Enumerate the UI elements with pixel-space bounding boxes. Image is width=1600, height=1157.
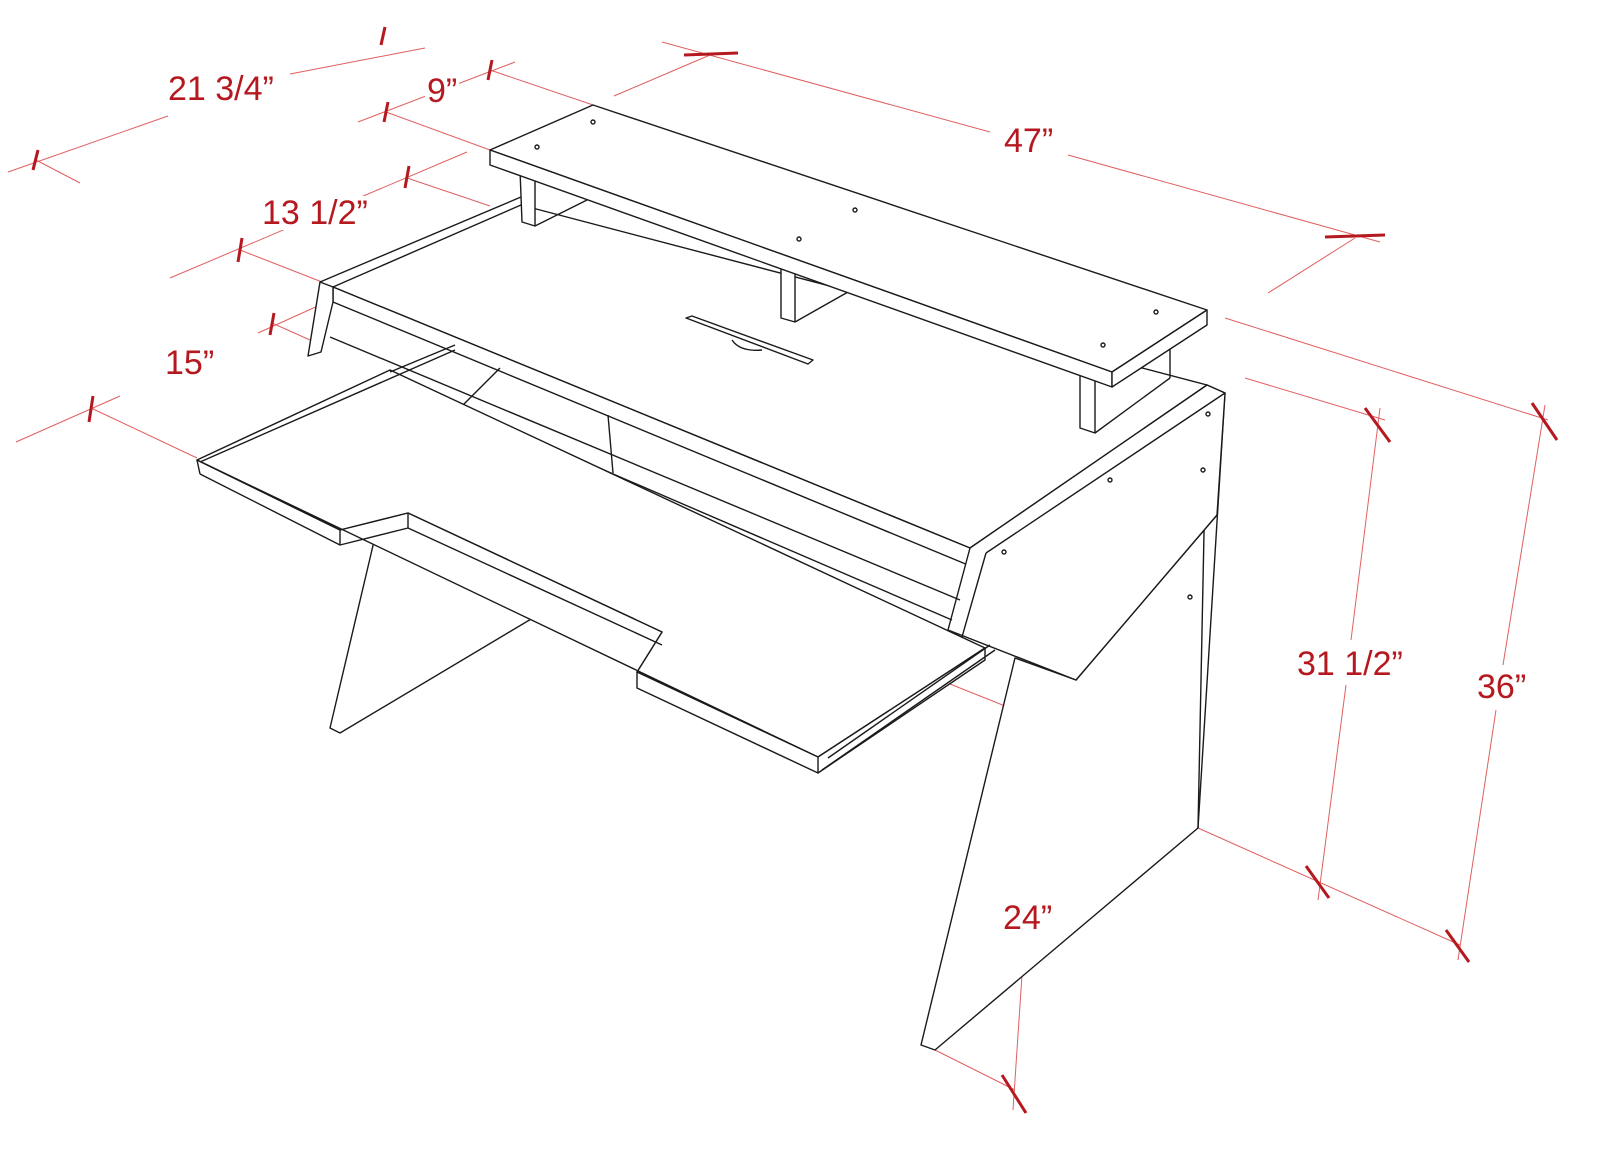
top-shelf-end — [1111, 309, 1208, 388]
dimension-desk-height: 31 1/2” — [1295, 645, 1405, 683]
dimension-desk-depth: 13 1/2” — [260, 194, 370, 232]
dimension-side-depth: 24” — [1001, 899, 1055, 937]
dimension-ticks — [31, 26, 1559, 1114]
left-end-block — [307, 281, 334, 357]
dimension-tray-depth: 15” — [163, 344, 217, 382]
dimension-width: 47” — [1002, 122, 1056, 160]
dimension-total-height: 36” — [1475, 668, 1529, 706]
dimension-overall-depth: 21 3/4” — [166, 70, 276, 108]
dimension-shelf-depth: 9” — [425, 72, 460, 110]
keyboard-tray-edge — [196, 459, 986, 774]
drawer-slide-right — [821, 649, 996, 771]
shelf-leg-right — [1079, 374, 1096, 434]
drawer-slide-left — [199, 349, 456, 463]
cable-slot — [685, 315, 814, 365]
screw-holes — [534, 119, 1211, 600]
